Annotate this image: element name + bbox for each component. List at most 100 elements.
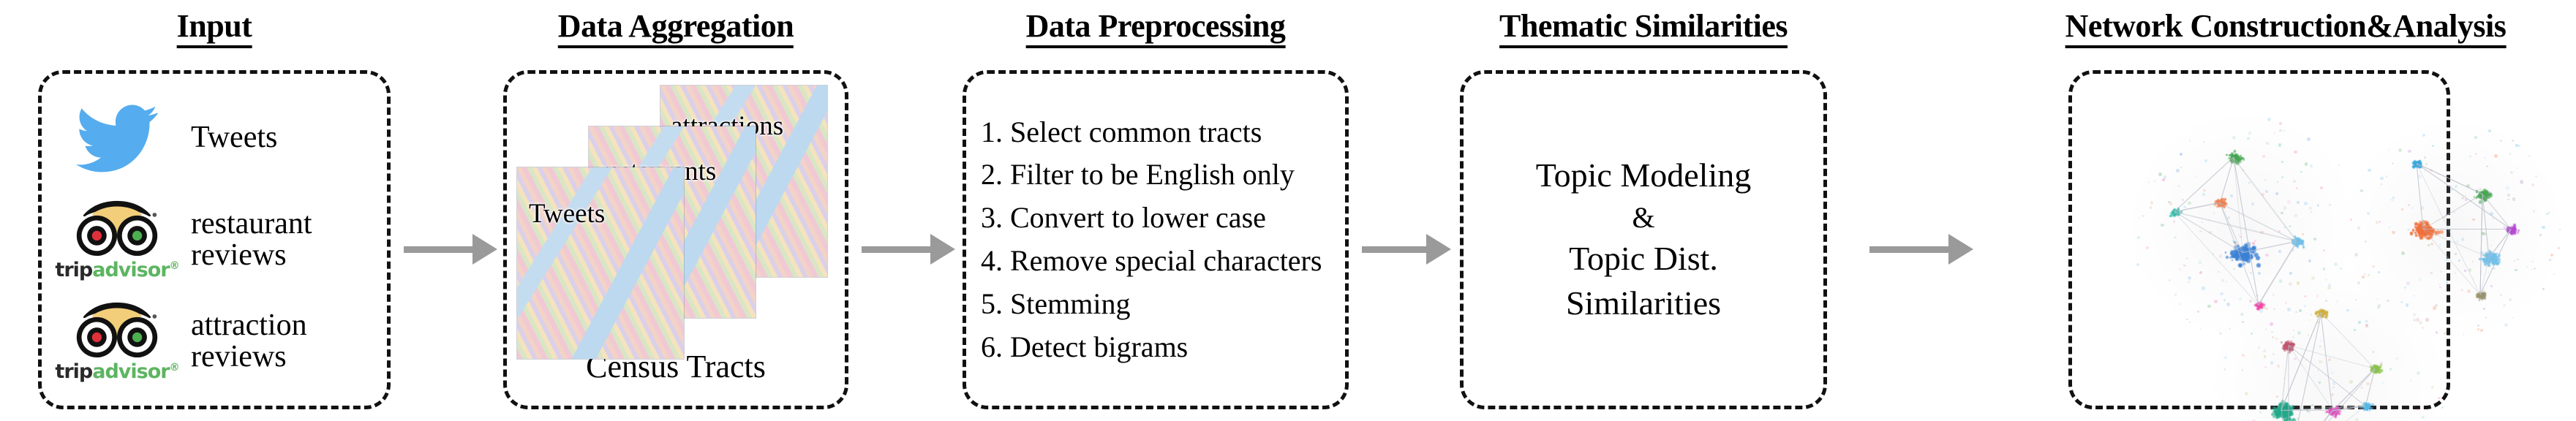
network-node bbox=[2244, 249, 2246, 252]
arrow-head bbox=[930, 234, 955, 265]
network-node bbox=[2256, 295, 2259, 297]
network-node bbox=[2408, 149, 2412, 153]
network-node bbox=[2447, 224, 2451, 229]
network-node bbox=[2288, 351, 2291, 354]
network-node bbox=[2218, 270, 2220, 273]
network-node bbox=[2223, 202, 2226, 205]
network-node bbox=[2464, 194, 2467, 197]
network-node bbox=[2487, 264, 2490, 268]
network-node bbox=[2511, 230, 2513, 232]
network-node bbox=[2284, 302, 2287, 305]
network-node bbox=[2235, 254, 2240, 259]
network-node bbox=[2261, 303, 2264, 306]
network-node bbox=[2460, 238, 2465, 241]
network-node bbox=[2515, 233, 2518, 235]
network-node bbox=[2507, 194, 2510, 197]
network-node bbox=[2212, 253, 2215, 255]
network-node bbox=[2229, 154, 2232, 157]
network-node bbox=[2185, 318, 2188, 321]
network-node bbox=[2511, 232, 2514, 235]
network-node bbox=[2454, 184, 2458, 189]
network-node bbox=[2497, 258, 2501, 262]
network-node bbox=[2288, 341, 2290, 344]
network-node bbox=[2328, 357, 2331, 361]
network-node bbox=[2378, 368, 2381, 371]
network-node bbox=[2292, 329, 2295, 331]
network-node bbox=[2240, 254, 2245, 259]
network-node bbox=[2327, 286, 2332, 290]
network-node bbox=[2239, 154, 2242, 158]
network-node bbox=[2409, 380, 2412, 382]
input-source-tweets: Tweets bbox=[62, 90, 380, 186]
network-node bbox=[2286, 341, 2289, 344]
network-node bbox=[2221, 203, 2224, 206]
map-layer-tweets: Tweets bbox=[517, 167, 684, 359]
network-node bbox=[2332, 410, 2336, 414]
network-node bbox=[2275, 395, 2279, 398]
stage-data-preprocessing: Data Preprocessing 1. Select common trac… bbox=[963, 0, 1349, 421]
network-node bbox=[2237, 245, 2240, 249]
network-node bbox=[2233, 246, 2238, 250]
network-node bbox=[2460, 196, 2464, 200]
network-node bbox=[2532, 210, 2536, 213]
network-node bbox=[2231, 152, 2234, 155]
network-node bbox=[2161, 178, 2165, 182]
network-node bbox=[2257, 307, 2260, 310]
network-node bbox=[2310, 164, 2313, 167]
network-node bbox=[2338, 403, 2341, 405]
census-tract-map-stack: attractions restaurants Tweets bbox=[507, 81, 845, 359]
network-node bbox=[2250, 251, 2252, 254]
network-node bbox=[2373, 368, 2375, 370]
network-node bbox=[2246, 254, 2250, 258]
network-node bbox=[2278, 407, 2281, 410]
network-node bbox=[2235, 153, 2239, 156]
arrow-shaft bbox=[862, 246, 931, 253]
network-node bbox=[2168, 201, 2170, 203]
network-node bbox=[2336, 407, 2339, 411]
network-node bbox=[2249, 271, 2252, 275]
network-node bbox=[2253, 240, 2256, 243]
network-node bbox=[2411, 165, 2415, 168]
network-node bbox=[2550, 253, 2554, 257]
network-node bbox=[2367, 403, 2370, 406]
network-node bbox=[2291, 249, 2294, 251]
network-node bbox=[2419, 221, 2423, 225]
network-node bbox=[2412, 313, 2417, 317]
network-node bbox=[2553, 273, 2556, 276]
network-node bbox=[2438, 244, 2441, 246]
network-node bbox=[2183, 264, 2185, 267]
network-node bbox=[2476, 292, 2479, 296]
input-source-label: Tweets bbox=[191, 122, 277, 153]
network-node bbox=[2417, 229, 2420, 232]
network-node bbox=[2240, 312, 2244, 316]
preprocessing-step: 2. Filter to be English only bbox=[981, 158, 1295, 191]
network-node bbox=[2241, 252, 2245, 255]
network-node bbox=[2517, 259, 2519, 261]
network-node bbox=[2422, 219, 2425, 222]
network-node bbox=[2179, 303, 2182, 306]
network-node bbox=[2502, 304, 2506, 307]
network-node bbox=[2173, 210, 2176, 212]
network-node bbox=[2293, 243, 2296, 245]
network-node bbox=[2441, 216, 2445, 219]
network-node bbox=[2316, 295, 2319, 297]
network-node bbox=[2233, 160, 2235, 163]
network-node bbox=[2424, 232, 2427, 235]
network-node bbox=[2245, 247, 2248, 251]
network-node bbox=[2363, 401, 2365, 404]
network-node bbox=[2259, 302, 2261, 304]
network-node bbox=[2281, 400, 2284, 403]
network-node bbox=[2234, 156, 2238, 159]
network-node bbox=[2448, 185, 2451, 188]
network-node bbox=[2281, 413, 2285, 417]
network-node bbox=[2414, 226, 2417, 230]
network-node bbox=[2376, 369, 2379, 372]
network-node bbox=[2487, 271, 2490, 274]
network-node bbox=[2283, 403, 2289, 408]
network-node bbox=[2242, 257, 2248, 262]
network-node bbox=[2231, 153, 2233, 156]
network-node bbox=[2307, 409, 2311, 413]
network-node bbox=[2321, 312, 2323, 315]
network-node bbox=[2213, 204, 2216, 206]
network-node bbox=[2365, 320, 2368, 322]
